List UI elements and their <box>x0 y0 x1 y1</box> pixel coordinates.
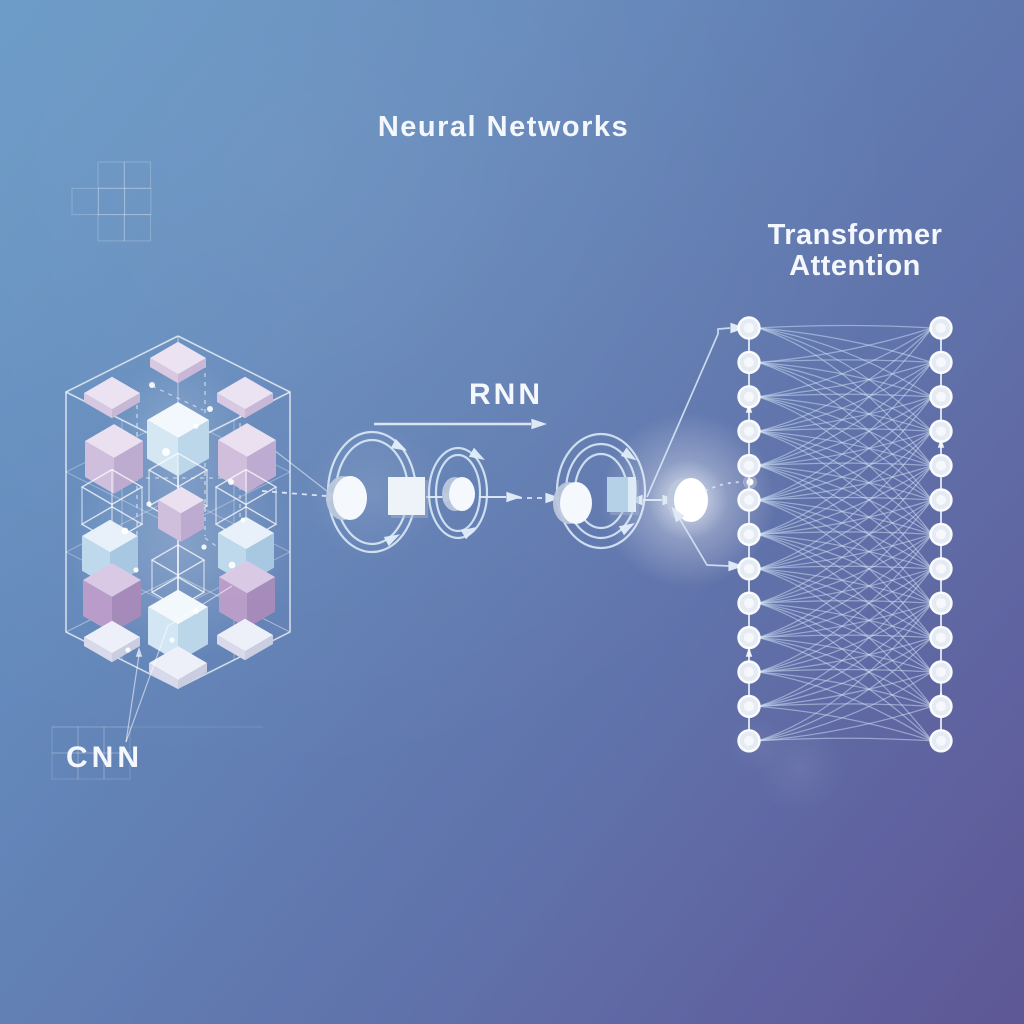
cnn-blocks <box>80 341 278 690</box>
rnn-flow-arrow <box>517 492 561 504</box>
transformer-node <box>929 522 953 547</box>
transformer-attention-label: Transformer Attention <box>730 220 980 282</box>
cnn-label: CNN <box>66 741 143 774</box>
transformer-network <box>737 316 953 753</box>
rnn-recurrent-loop <box>427 446 489 540</box>
cnn-cube <box>147 402 209 477</box>
transformer-node <box>929 729 953 753</box>
transformer-node <box>929 557 953 581</box>
rnn-cylinder-node <box>442 477 475 511</box>
transformer-node <box>737 316 761 340</box>
transformer-node <box>929 316 953 340</box>
transformer-node <box>737 729 761 753</box>
cnn-cube <box>218 423 276 493</box>
rnn-cylinder-node <box>667 478 708 522</box>
transformer-node <box>737 488 761 512</box>
transformer-node <box>737 350 761 375</box>
cnn-cube <box>83 563 141 633</box>
transformer-node <box>929 625 953 650</box>
rnn-flow-arrow <box>374 418 547 430</box>
transformer-node <box>737 694 761 719</box>
transformer-node <box>929 453 953 478</box>
cnn-slab <box>150 341 206 384</box>
transformer-node <box>929 385 953 409</box>
cnn-cube <box>158 486 204 542</box>
rnn-chain <box>261 418 708 554</box>
cnn-slab <box>217 618 273 661</box>
transformer-node <box>737 625 761 650</box>
cnn-leader-lines <box>125 585 233 743</box>
transformer-node <box>929 488 953 512</box>
transformer-node <box>929 694 953 719</box>
rnn-cylinder-node <box>326 476 367 520</box>
transformer-label-line2: Attention <box>789 250 921 282</box>
transformer-node <box>929 419 953 443</box>
cnn-slab <box>149 646 207 690</box>
rnn-flow-arrow <box>479 491 522 503</box>
cnn-cube <box>148 589 208 662</box>
transformer-node <box>929 660 953 684</box>
transformer-node <box>737 557 761 581</box>
transformer-node <box>737 419 761 443</box>
transformer-node <box>737 385 761 409</box>
page-title: Neural Networks <box>377 111 630 143</box>
transformer-node <box>737 591 761 615</box>
rnn-square-node <box>607 477 639 515</box>
rnn-label: RNN <box>469 378 543 411</box>
rnn-cylinder-node <box>553 482 592 524</box>
cnn-slab <box>217 376 273 419</box>
cnn-dots <box>121 382 246 653</box>
transformer-edges <box>757 324 933 742</box>
transformer-node <box>737 660 761 684</box>
transformer-node <box>737 453 761 478</box>
rnn-square-node <box>388 477 428 518</box>
cnn-slab <box>84 376 140 419</box>
rnn-to-transformer-connectors <box>646 322 757 572</box>
decor-grid <box>51 161 263 780</box>
transformer-node <box>929 350 953 375</box>
transformer-label-line1: Transformer <box>767 219 943 251</box>
transformer-node <box>929 591 953 615</box>
transformer-node <box>737 522 761 547</box>
